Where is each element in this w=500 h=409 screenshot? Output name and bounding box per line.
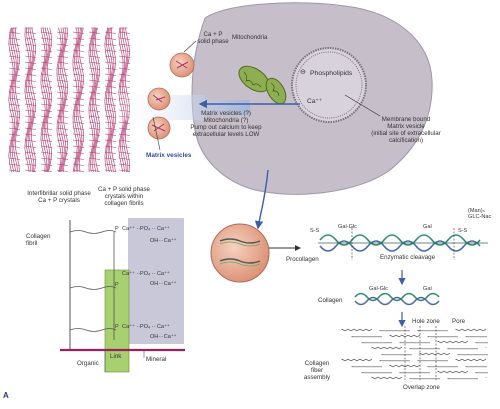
collagen-label: Collagen bbox=[318, 297, 343, 304]
ca-po4-row-3: Ca⁺⁺ ··PO₄ ·· Ca⁺⁺ bbox=[122, 323, 170, 330]
hole-zone-label: Hole zone bbox=[412, 318, 440, 325]
svg-text:P: P bbox=[115, 226, 119, 232]
chemistry-panel bbox=[60, 218, 185, 373]
link-label: Link bbox=[110, 353, 122, 360]
interfibrillar-label: Interfibrillar solid phase Ca + P crysta… bbox=[27, 190, 91, 204]
gal-glc-label-2: Gal-Glc bbox=[369, 286, 388, 292]
pump-description: Matrix vesicles (?) Mitochondria (?) Pum… bbox=[190, 110, 262, 138]
ss-1: S-S bbox=[310, 228, 320, 234]
pore-label: Pore bbox=[452, 318, 466, 325]
calcium-ion-label: Ca⁺⁺ bbox=[307, 98, 323, 105]
minus-sign: ⊖ bbox=[300, 69, 306, 76]
man-glcnac-label: (Man)ₙ GLC-Nac bbox=[468, 208, 492, 221]
mitochondria-label: Mitochondria bbox=[232, 34, 268, 41]
svg-text:P: P bbox=[115, 324, 119, 330]
fibril-bundle bbox=[6, 26, 136, 176]
svg-text:P: P bbox=[115, 282, 119, 288]
ss-2: S-S bbox=[458, 228, 468, 234]
organic-label: Organic bbox=[77, 360, 99, 367]
overlap-zone-label: Overlap zone bbox=[403, 384, 440, 391]
panel-letter: A bbox=[3, 391, 9, 400]
procollagen-label: Procollagen bbox=[286, 256, 319, 263]
intrafibril-crystals-label: Ca + P solid phase crystals within colla… bbox=[98, 186, 150, 207]
collagen-fiber-assembly-label: Collagen fiber assembly bbox=[303, 360, 331, 381]
matrix-vesicles-icon bbox=[147, 52, 195, 140]
enzymatic-cleavage-label: Enzymatic cleavage bbox=[380, 254, 436, 261]
mitochondria-icon bbox=[238, 65, 287, 105]
secretion-arrow bbox=[254, 169, 269, 230]
mineral-label: Mineral bbox=[146, 356, 167, 363]
gal-glc-label-1: Gal-Glc bbox=[338, 224, 357, 230]
gal-label-1: Gal bbox=[423, 224, 432, 230]
membrane-bound-label: Membrane bound Matrix vesicle (initial s… bbox=[371, 116, 441, 144]
fiber-assembly bbox=[341, 328, 488, 380]
chemistry-text: P P P Ca⁺⁺ ··PO₄ ·· Ca⁺⁺ OH···Ca⁺⁺ Ca⁺⁺ ··… bbox=[115, 225, 468, 340]
collagen-molecule bbox=[354, 292, 440, 306]
oh-ca-row-1: OH···Ca⁺⁺ bbox=[150, 237, 177, 244]
phospholipids-label: Phospholipids bbox=[310, 70, 353, 77]
oh-ca-row-2: OH···Ca⁺⁺ bbox=[150, 280, 177, 287]
collagen-fibril-label: Collagen fibril bbox=[26, 233, 51, 247]
membrane-vesicle-icon bbox=[291, 47, 367, 123]
ca-po4-row-1: Ca⁺⁺ ··PO₄ ·· Ca⁺⁺ bbox=[122, 225, 170, 232]
oh-ca-row-3: OH···Ca⁺⁺ bbox=[150, 333, 177, 340]
ca-p-solid-phase-label: Ca + P solid phase bbox=[197, 31, 229, 45]
gal-label-2: Gal bbox=[423, 286, 432, 292]
ca-po4-row-2: Ca⁺⁺ ··PO₄ ·· Ca⁺⁺ bbox=[122, 270, 170, 277]
procollagen-molecule bbox=[318, 234, 488, 252]
matrix-vesicles-title: Matrix vesicles bbox=[146, 152, 192, 159]
procollagen-vesicle-icon bbox=[210, 223, 270, 283]
